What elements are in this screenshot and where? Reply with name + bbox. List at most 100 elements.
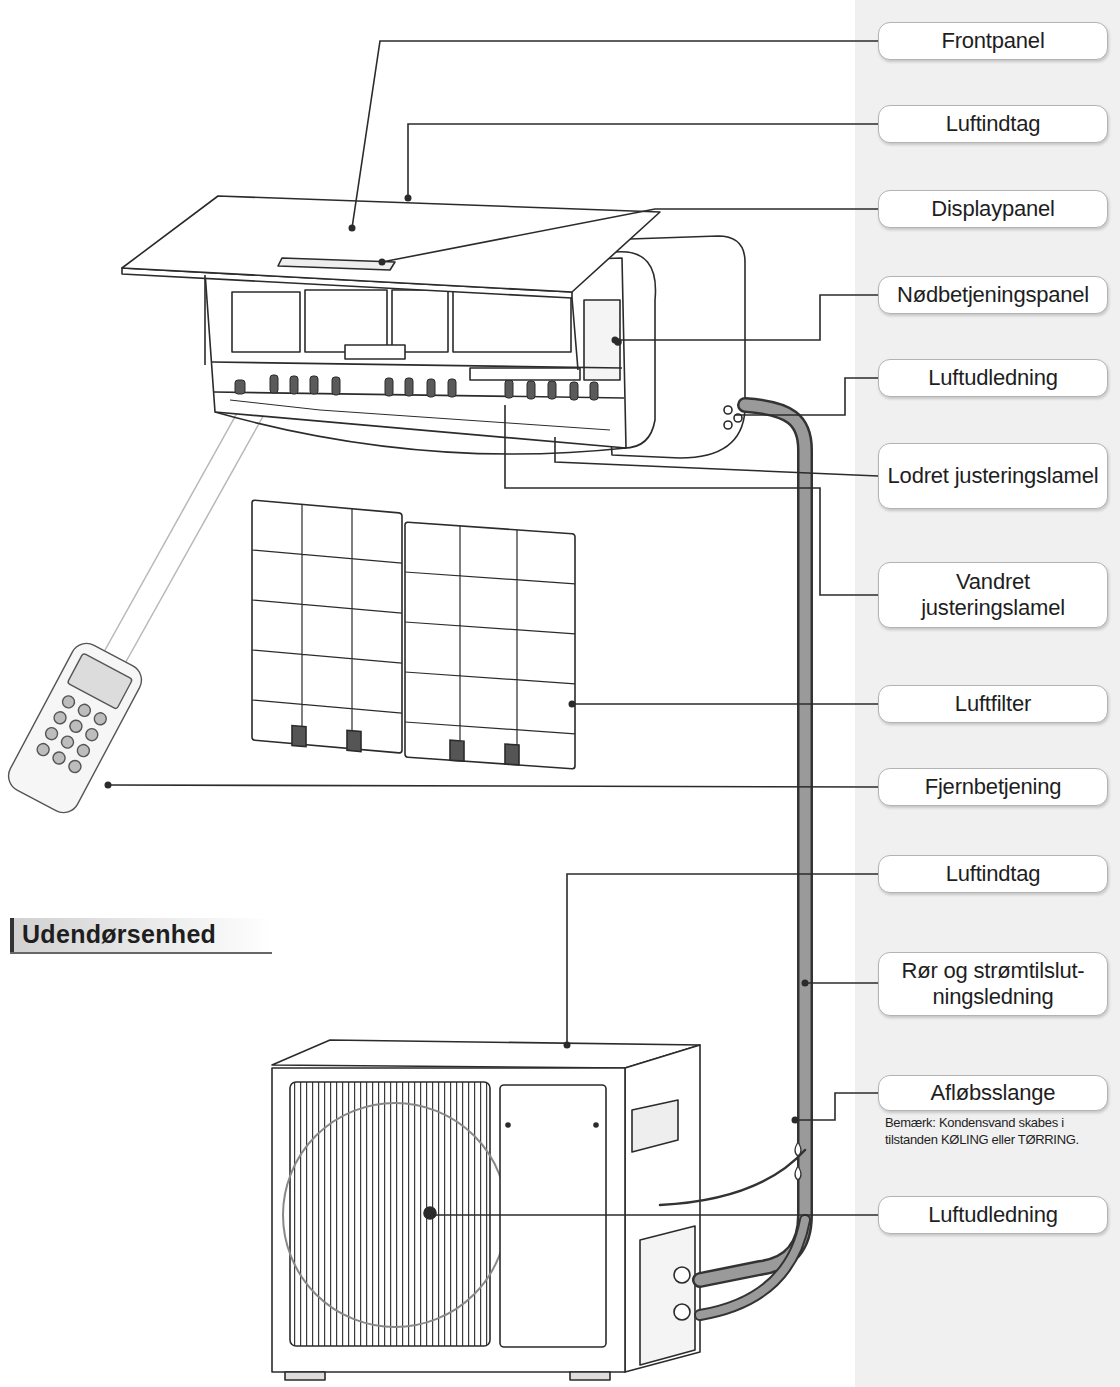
indoor-unit (427, 379, 435, 397)
front-panel (122, 196, 660, 370)
part-name: Fjernbetjening (919, 772, 1068, 802)
outdoor-unit (285, 1372, 325, 1380)
front-panel (122, 196, 660, 292)
water-drops (795, 1142, 801, 1180)
outdoor-unit (674, 1304, 690, 1320)
part-label-box: Frontpanel (878, 22, 1108, 60)
leader-line (567, 874, 878, 1045)
indoor-unit (505, 380, 513, 398)
leader-line (108, 41, 878, 1215)
heading-band (10, 918, 14, 952)
leader-line (108, 785, 878, 787)
leader-line (430, 1214, 878, 1216)
air-filter (405, 522, 575, 769)
leader-dot (379, 259, 386, 266)
part-name: Luftudledning (922, 363, 1064, 393)
part-name: Vandret justeringslamel (879, 567, 1107, 624)
part-label-box: Rør og strømtilslut- ningsledning (878, 952, 1108, 1016)
water-drops (795, 1142, 801, 1156)
remote-control (84, 727, 100, 743)
part-label-box: AfløbsslangeBemærk: Kondensvand skabes i… (878, 1075, 1108, 1111)
indoor-unit (570, 382, 578, 400)
outdoor-unit (506, 1123, 510, 1127)
remote-control (92, 711, 108, 727)
remote-control (59, 734, 75, 750)
leader-dot (427, 1212, 434, 1219)
part-name: Afløbsslange (925, 1078, 1062, 1108)
air-filter (405, 522, 575, 769)
piping (700, 1220, 805, 1315)
piping (700, 405, 805, 1280)
indoor-unit (310, 376, 318, 394)
leader-line (735, 378, 878, 415)
leader-dot (612, 337, 619, 344)
air-filter (252, 500, 402, 755)
indoor-unit (470, 368, 580, 380)
heading-band (10, 918, 272, 953)
outdoor-unit (272, 1040, 700, 1068)
part-label-box: Luftindtag (878, 105, 1108, 143)
outdoor-unit (625, 1045, 700, 1372)
indoor-unit (212, 362, 622, 368)
piping (660, 405, 805, 1315)
outdoor-unit (570, 1372, 610, 1380)
leader-line (555, 437, 878, 476)
outdoor-unit (500, 1085, 606, 1347)
leader-dot (802, 980, 809, 987)
leader-line (505, 405, 878, 595)
leader-line (805, 982, 878, 984)
indoor-unit (392, 290, 448, 352)
air-filter (450, 740, 464, 761)
remote-control (51, 750, 67, 766)
outdoor-unit (632, 1100, 678, 1152)
air-filter (347, 730, 361, 751)
remote-control (35, 741, 51, 757)
part-name: Luftfilter (949, 689, 1037, 719)
remote-control (60, 694, 76, 710)
remote-control (3, 638, 147, 818)
remote-control (35, 694, 108, 775)
leader-dot (792, 1117, 799, 1124)
part-name: Luftudledning (922, 1200, 1064, 1230)
part-label-box: Luftfilter (878, 685, 1108, 723)
remote-control (75, 742, 91, 758)
indoor-unit (290, 376, 298, 394)
air-filter (252, 500, 575, 769)
side-panel (855, 0, 1120, 1387)
part-label-box: Luftudledning (878, 359, 1108, 397)
part-label-box: Lodret justeringslamel (878, 443, 1108, 509)
outdoor-unit (674, 1267, 690, 1283)
part-name: Rør og strømtilslut- ningsledning (879, 956, 1107, 1013)
part-label-box: Luftindtag (878, 855, 1108, 893)
indoor-unit (448, 379, 456, 397)
water-drops (795, 1166, 801, 1180)
outdoor-unit (594, 1123, 598, 1127)
part-label-box: Displaypanel (878, 190, 1108, 228)
remote-control (3, 638, 147, 818)
indoor-unit (385, 378, 393, 396)
leader-line (408, 124, 878, 198)
front-panel (278, 258, 395, 270)
indoor-unit (724, 406, 732, 414)
part-name: Frontpanel (935, 26, 1050, 56)
indoor-unit (332, 377, 340, 395)
air-filter (292, 725, 306, 746)
air-filter (405, 522, 575, 769)
leader-dot (405, 195, 412, 202)
part-label-box: Vandret justeringslamel (878, 562, 1108, 628)
outdoor-unit (272, 1040, 700, 1380)
part-name: Luftindtag (940, 109, 1047, 139)
leader-dot (569, 701, 576, 708)
remote-control (67, 653, 132, 709)
remote-control (68, 718, 84, 734)
part-name: Displaypanel (925, 194, 1061, 224)
outdoor-unit (640, 1226, 695, 1365)
note-text: Bemærk: Kondensvand skabes i tilstanden … (885, 1115, 1107, 1149)
indoor-unit (345, 345, 405, 359)
air-filter (252, 500, 402, 753)
indoor-unit (305, 290, 387, 352)
part-label-box: Nødbetjeningspanel (878, 276, 1108, 314)
part-name: Lodret justeringslamel (882, 461, 1105, 491)
leader-line (615, 295, 878, 340)
air-filter (252, 500, 402, 753)
